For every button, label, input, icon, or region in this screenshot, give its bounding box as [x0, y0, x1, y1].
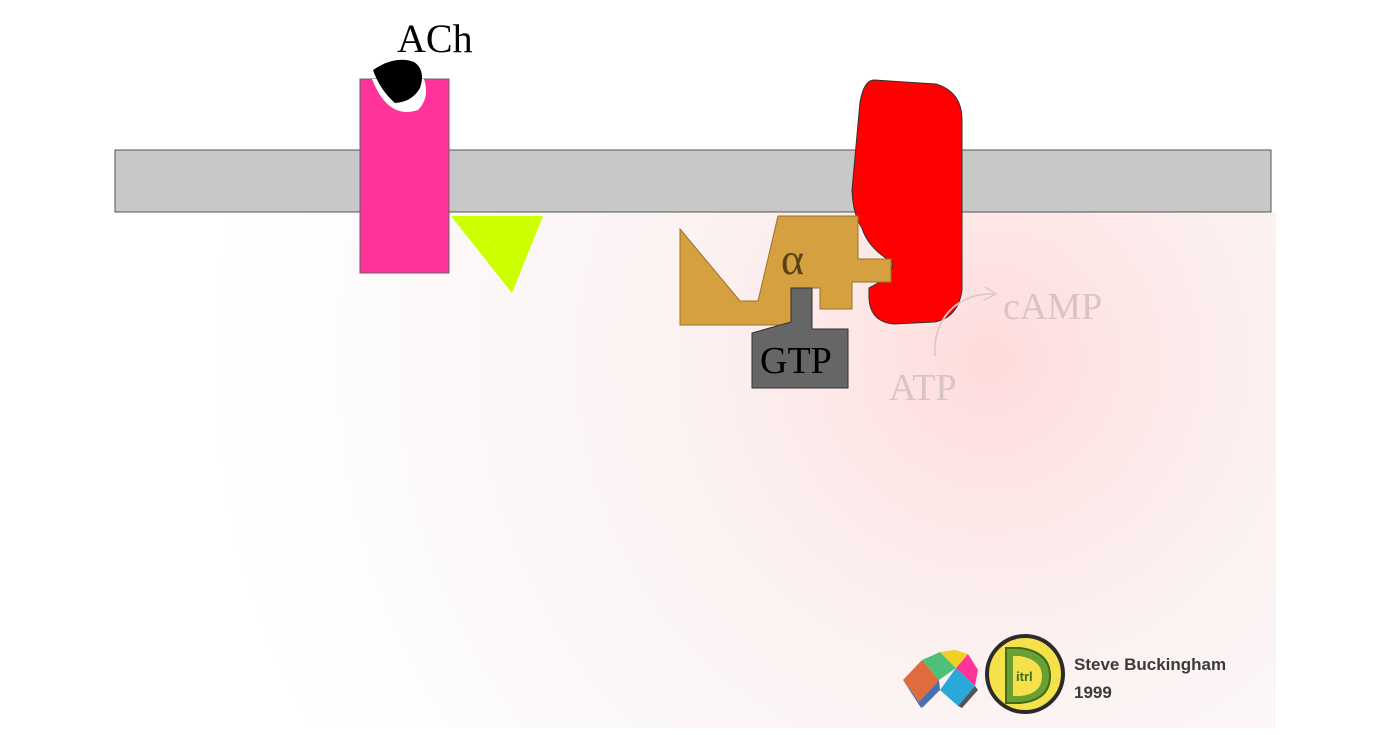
itrl-logo-text: itrl [1016, 669, 1033, 684]
gtp-label: GTP [760, 340, 832, 382]
ach-label: ACh [397, 16, 473, 61]
credit-year: 1999 [1074, 683, 1112, 702]
atp-label: ATP [889, 367, 957, 409]
gtp-molecule [751, 287, 849, 389]
reaction-arrow [933, 294, 996, 357]
alpha-label: α [781, 235, 804, 284]
ach-ligand [373, 59, 422, 103]
cube-logo [903, 650, 978, 708]
itrl-logo: itrl [985, 634, 1065, 714]
credit-block: Steve Buckingham 1999 [1074, 651, 1226, 707]
author-name: Steve Buckingham [1074, 655, 1227, 674]
g-beta-gamma-subunit [451, 216, 543, 293]
camp-label: cAMP [1003, 286, 1102, 328]
cell-membrane [114, 149, 1272, 213]
